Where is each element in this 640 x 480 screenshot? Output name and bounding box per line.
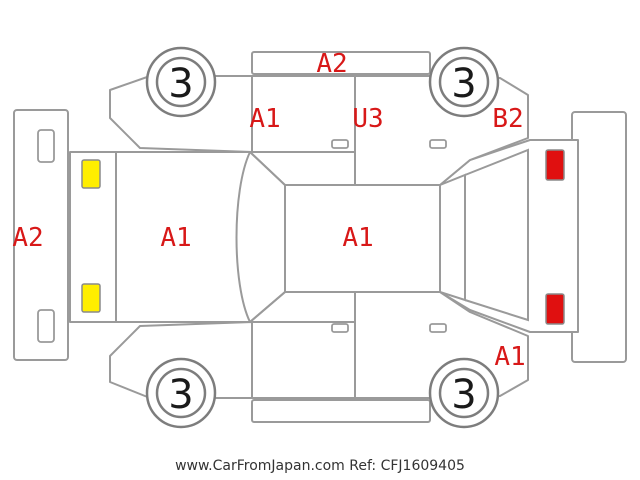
- watermark-reference: www.CarFromJapan.com Ref: CFJ1609405: [175, 458, 465, 474]
- tire-rear-left: 3: [428, 46, 500, 118]
- damage-code-front-door-upper: A1: [249, 104, 280, 134]
- tire-rear-left-rating: 3: [451, 61, 476, 107]
- tire-front-right-rating: 3: [168, 372, 193, 418]
- damage-code-roof: A1: [342, 223, 373, 253]
- damage-code-rear-quarter-upper: B2: [492, 104, 523, 134]
- damage-code-roof-top: A2: [316, 49, 347, 79]
- tire-front-right: 3: [145, 357, 217, 429]
- damage-code-hood: A1: [160, 223, 191, 253]
- damage-code-rear-door-upper: U3: [352, 104, 383, 134]
- front-lamp-bottom: [81, 283, 101, 313]
- tire-rear-right-rating: 3: [451, 372, 476, 418]
- rear-lamp-top: [545, 149, 565, 181]
- car-body-top-view: [69, 139, 579, 333]
- damage-code-rear-quarter-lower: A1: [494, 342, 525, 372]
- damage-code-front-bumper: A2: [12, 223, 43, 253]
- rear-lamp-bottom: [545, 293, 565, 325]
- rear-bumper: [571, 111, 627, 363]
- front-bumper: [13, 109, 69, 361]
- front-lamp-top: [81, 159, 101, 189]
- tire-front-left: 3: [145, 46, 217, 118]
- tire-rear-right: 3: [428, 357, 500, 429]
- tire-front-left-rating: 3: [168, 61, 193, 107]
